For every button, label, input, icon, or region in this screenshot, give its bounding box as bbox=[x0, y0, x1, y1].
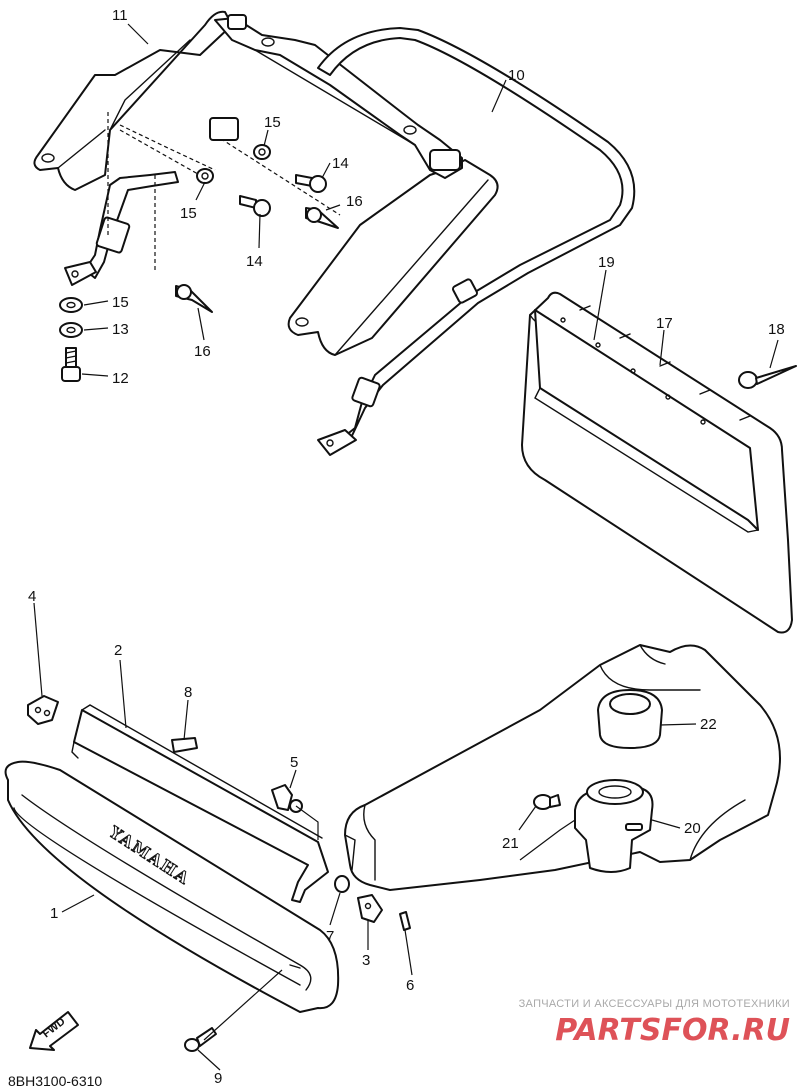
callout-5: 5 bbox=[290, 754, 298, 771]
callout-20: 20 bbox=[684, 820, 701, 837]
part-4-bracket bbox=[27, 695, 59, 725]
part-3-bracket bbox=[357, 894, 383, 923]
callout-9: 9 bbox=[214, 1070, 222, 1087]
watermark: ЗАПЧАСТИ И АКСЕССУАРЫ ДЛЯ МОТОТЕХНИКИ PA… bbox=[519, 998, 790, 1048]
rail-bracket-plate bbox=[214, 14, 463, 179]
part-16-rivet-a bbox=[305, 207, 339, 229]
callout-21: 21 bbox=[502, 835, 519, 852]
callout-19: 19 bbox=[598, 254, 615, 271]
callout-18: 18 bbox=[768, 321, 785, 338]
callout-7: 7 bbox=[326, 928, 334, 945]
part-10-grab-bar bbox=[317, 27, 636, 456]
part-15-washer-a bbox=[253, 144, 271, 160]
callout-4: 4 bbox=[28, 588, 36, 605]
clip-block bbox=[209, 117, 239, 141]
callout-11: 11 bbox=[112, 7, 128, 24]
callout-12: 12 bbox=[112, 370, 129, 387]
part-12-bolt bbox=[61, 347, 81, 382]
callout-15-upper: 15 bbox=[264, 114, 281, 131]
callout-15-lower: 15 bbox=[180, 205, 197, 222]
part-1-bumper-cover: YAMAHA bbox=[4, 760, 340, 1013]
diagram-code: 8BH3100-6310 bbox=[8, 1073, 102, 1089]
part-2-side-strip bbox=[71, 704, 329, 903]
part-22-tank-cap bbox=[597, 689, 663, 749]
part-15-washer-c bbox=[59, 297, 83, 313]
callout-14-left: 14 bbox=[246, 253, 263, 270]
watermark-tagline: ЗАПЧАСТИ И АКСЕССУАРЫ ДЛЯ МОТОТЕХНИКИ bbox=[519, 998, 790, 1010]
callout-numbers: 11 10 15 15 14 16 14 15 13 12 16 19 17 1… bbox=[28, 7, 785, 1087]
watermark-logo: PARTSFOR.RU bbox=[555, 1013, 790, 1048]
part-18-flap-screw bbox=[738, 365, 797, 389]
callout-6: 6 bbox=[406, 977, 414, 994]
part-19-flap-plate bbox=[534, 305, 759, 533]
callout-16-right: 16 bbox=[346, 193, 363, 210]
callout-10: 10 bbox=[508, 67, 525, 84]
fuel-tank bbox=[344, 644, 781, 891]
part-5-clip bbox=[271, 784, 303, 813]
part-9-screw bbox=[184, 1027, 217, 1052]
part-6-clip bbox=[399, 911, 411, 931]
callout-8: 8 bbox=[184, 684, 192, 701]
callout-3: 3 bbox=[362, 952, 370, 969]
fwd-arrow: FWD bbox=[29, 1011, 79, 1051]
callout-14-right: 14 bbox=[332, 155, 349, 172]
part-14-bolt-a bbox=[295, 174, 327, 193]
part-15-washer-b bbox=[196, 168, 214, 184]
part-8-label bbox=[171, 737, 198, 753]
callout-13: 13 bbox=[112, 321, 129, 338]
callout-16-left: 16 bbox=[194, 343, 211, 360]
assembly-guide-lines bbox=[107, 112, 341, 272]
part-21-plug bbox=[533, 794, 561, 810]
callout-22: 22 bbox=[700, 716, 717, 733]
callout-17: 17 bbox=[656, 315, 673, 332]
part-20-filler-neck bbox=[574, 779, 654, 873]
callout-2: 2 bbox=[114, 642, 122, 659]
part-16-rivet-b bbox=[175, 284, 213, 313]
part-rear-rail bbox=[287, 159, 499, 356]
leader-lines bbox=[33, 23, 779, 1071]
part-7-washer bbox=[334, 875, 350, 893]
callout-15-stack: 15 bbox=[112, 294, 129, 311]
left-bracket-stay bbox=[64, 171, 179, 286]
part-13-washer bbox=[59, 322, 83, 338]
part-14-bolt-b bbox=[239, 195, 271, 217]
callout-1: 1 bbox=[50, 905, 58, 922]
part-11-left-rail bbox=[33, 10, 233, 191]
